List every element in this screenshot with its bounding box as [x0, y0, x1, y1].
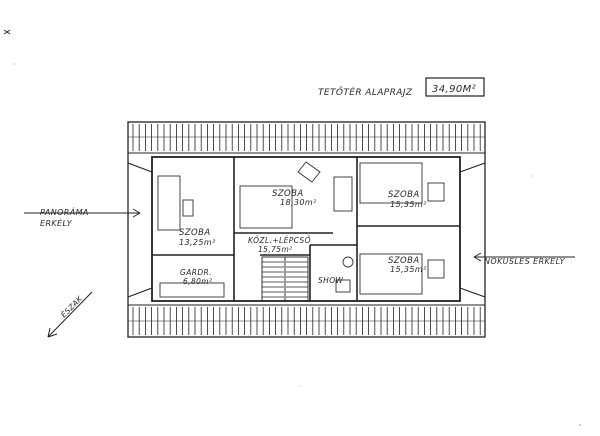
room-1-area: 18,30m²: [280, 198, 317, 207]
plan-title: TETŐTÉR ALAPRAJZ: [318, 86, 413, 98]
room-6-area: 15,75m²: [258, 245, 293, 254]
total-area-box: [425, 77, 485, 97]
east-balcony: NÓKUSLES ERKÉLY: [473, 252, 575, 266]
north-arrow-icon: [47, 327, 58, 338]
west-balcony: PANORÁMA ERKÉLY: [24, 206, 141, 228]
corner-mark: [3, 29, 11, 35]
room-4-name: SZOBA: [179, 228, 211, 238]
partition-walls: [152, 157, 460, 301]
west-balcony-label-line2: ERKÉLY: [40, 217, 73, 228]
west-bay: [127, 162, 153, 298]
room-labels: SZOBA 18,30m² SZOBA 15,35m² SZOBA 15,35m…: [179, 189, 427, 286]
north-arrow: ÉSZAK: [47, 291, 93, 338]
staircase: [261, 256, 309, 302]
total-area-value: 34,90M²: [432, 84, 476, 95]
west-balcony-label-line1: PANORÁMA: [40, 206, 89, 217]
roof-outline: [127, 121, 486, 338]
east-balcony-label: NÓKUSLES ERKÉLY: [484, 255, 566, 266]
scan-noise: [13, 63, 581, 426]
arrowhead-icon: [132, 208, 141, 218]
room-5-name: GARDR.: [180, 268, 212, 277]
room-2-name: SZOBA: [388, 190, 420, 200]
room-5-area: 6,80m²: [183, 277, 212, 286]
east-bay: [459, 162, 486, 298]
room-2-area: 15,35m²: [390, 200, 427, 209]
room-4-area: 13,25m²: [179, 238, 216, 247]
arrowhead-icon: [473, 252, 482, 262]
roof-tiles-bottom: [128, 304, 485, 335]
room-1-name: SZOBA: [272, 189, 304, 199]
roof-tiles-top: [128, 124, 485, 154]
room-6-name: KÖZL.+LÉPCSŐ: [248, 236, 311, 245]
room-3-name: SZOBA: [388, 256, 420, 266]
furniture: [157, 161, 445, 298]
room-7-name: SHOW: [318, 276, 344, 285]
north-label: ÉSZAK: [59, 294, 85, 320]
room-3-area: 15,35m²: [390, 265, 427, 274]
north-arrow-line: [47, 291, 93, 338]
